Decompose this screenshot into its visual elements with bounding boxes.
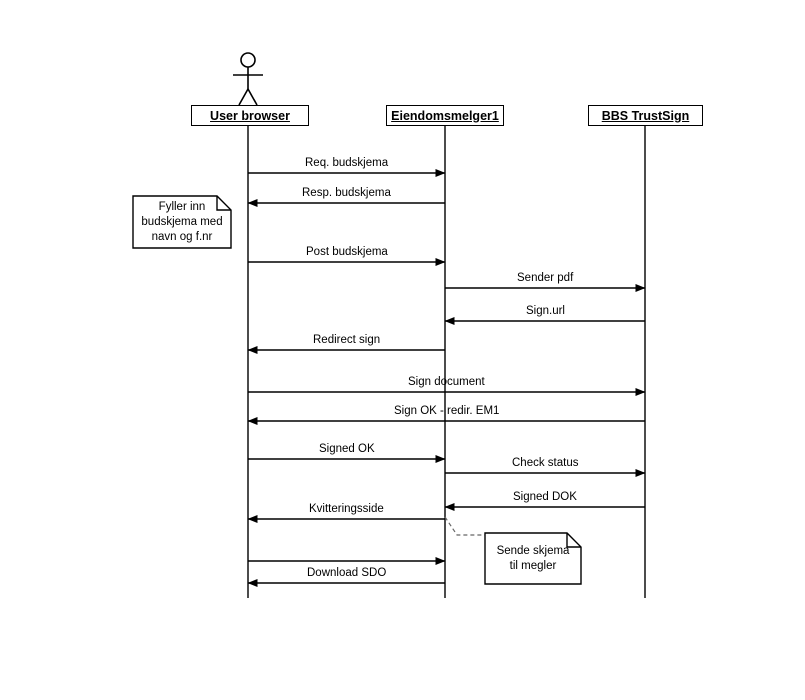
message-label: Sign OK - redir. EM1 [394,405,500,417]
message-label: Req. budskjema [305,157,389,169]
message-label: Redirect sign [313,334,381,346]
message-label: Sender pdf [517,272,574,284]
message-arrows [247,169,646,587]
note-shape [132,195,232,249]
message-label: Download SDO [307,567,387,579]
message-label: Sign.url [526,305,565,317]
note-fold-corner [216,196,231,211]
note-text-note-fyller-inn: Fyller inn budskjema med navn og f.nr [141,201,223,243]
note-fold-corner [566,533,581,548]
lifeline-header-bbs-trustsign[interactable]: BBS TrustSign [588,105,703,126]
note-shapes [132,195,582,585]
message-label: Sign document [408,376,485,388]
message-label: Signed OK [319,443,375,455]
lifeline-header-user-browser[interactable]: User browser [191,105,309,126]
message-label: Resp. budskjema [302,187,391,199]
message-label: Kvitteringsside [309,503,384,515]
note-shape [484,532,582,585]
note-text-note-sende-skjema: Sende skjema til megler [496,545,570,572]
message-label: Post budskjema [306,246,388,258]
actor-stick-figure [233,52,263,106]
message-label: Signed DOK [513,491,577,503]
lifeline-header-eiendomsmelger1[interactable]: Eiendomsmelger1 [386,105,504,126]
message-label: Check status [512,457,579,469]
